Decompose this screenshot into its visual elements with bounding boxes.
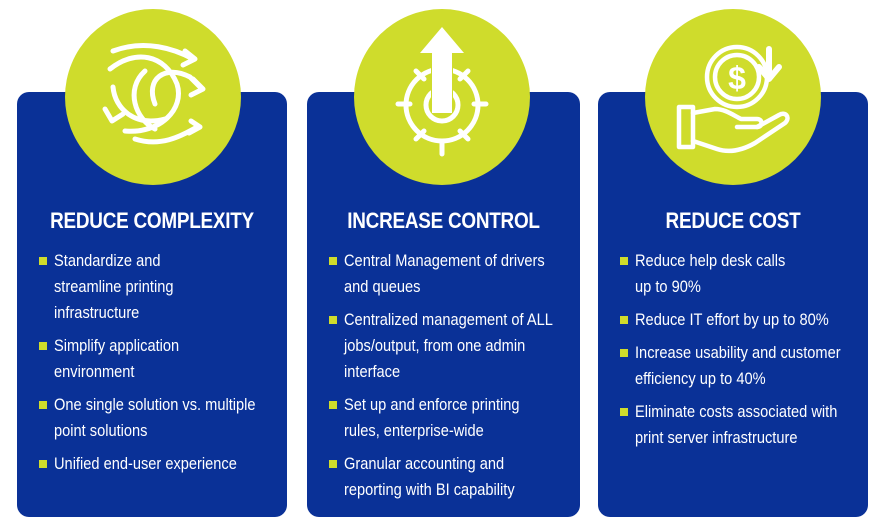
bullet-list: Standardize and streamline printing infr… <box>39 248 277 484</box>
bullet-square-icon <box>39 342 47 350</box>
list-item: Set up and enforce printing rules, enter… <box>329 392 570 444</box>
bullet-square-icon <box>620 316 628 324</box>
list-item: Centralized management of ALL jobs/outpu… <box>329 307 570 385</box>
bullet-square-icon <box>329 460 337 468</box>
list-item: Eliminate costs associated with print se… <box>620 399 858 451</box>
bullet-square-icon <box>329 257 337 265</box>
hand-coin-down-arrow-icon: $ <box>645 9 821 185</box>
list-item: Unified end-user experience <box>39 451 277 477</box>
list-item: Reduce IT effort by up to 80% <box>620 307 858 333</box>
bullet-square-icon <box>620 408 628 416</box>
bullet-square-icon <box>39 257 47 265</box>
bullet-square-icon <box>620 257 628 265</box>
card-title: REDUCE COST <box>665 208 801 233</box>
list-item: Standardize and streamline printing infr… <box>39 248 277 326</box>
bullet-square-icon <box>39 401 47 409</box>
gear-up-arrow-icon <box>354 9 530 185</box>
bullet-list: Reduce help desk calls up to 90% Reduce … <box>620 248 858 458</box>
list-item: One single solution vs. multiple point s… <box>39 392 277 444</box>
card-title: REDUCE COMPLEXITY <box>50 208 254 233</box>
bullet-square-icon <box>620 349 628 357</box>
card-title: INCREASE CONTROL <box>347 208 540 233</box>
list-item: Reduce help desk calls up to 90% <box>620 248 858 300</box>
intertwined-arrows-icon <box>65 9 241 185</box>
list-item: Central Management of drivers and queues <box>329 248 570 300</box>
list-item: Granular accounting and reporting with B… <box>329 451 570 503</box>
list-item: Increase usability and customer efficien… <box>620 340 858 392</box>
bullet-square-icon <box>39 460 47 468</box>
bullet-list: Central Management of drivers and queues… <box>329 248 570 510</box>
list-item: Simplify application environment <box>39 333 277 385</box>
bullet-square-icon <box>329 316 337 324</box>
bullet-square-icon <box>329 401 337 409</box>
svg-text:$: $ <box>728 60 746 96</box>
card-reduce-cost: REDUCE COST Reduce help desk calls up to… <box>598 92 868 517</box>
